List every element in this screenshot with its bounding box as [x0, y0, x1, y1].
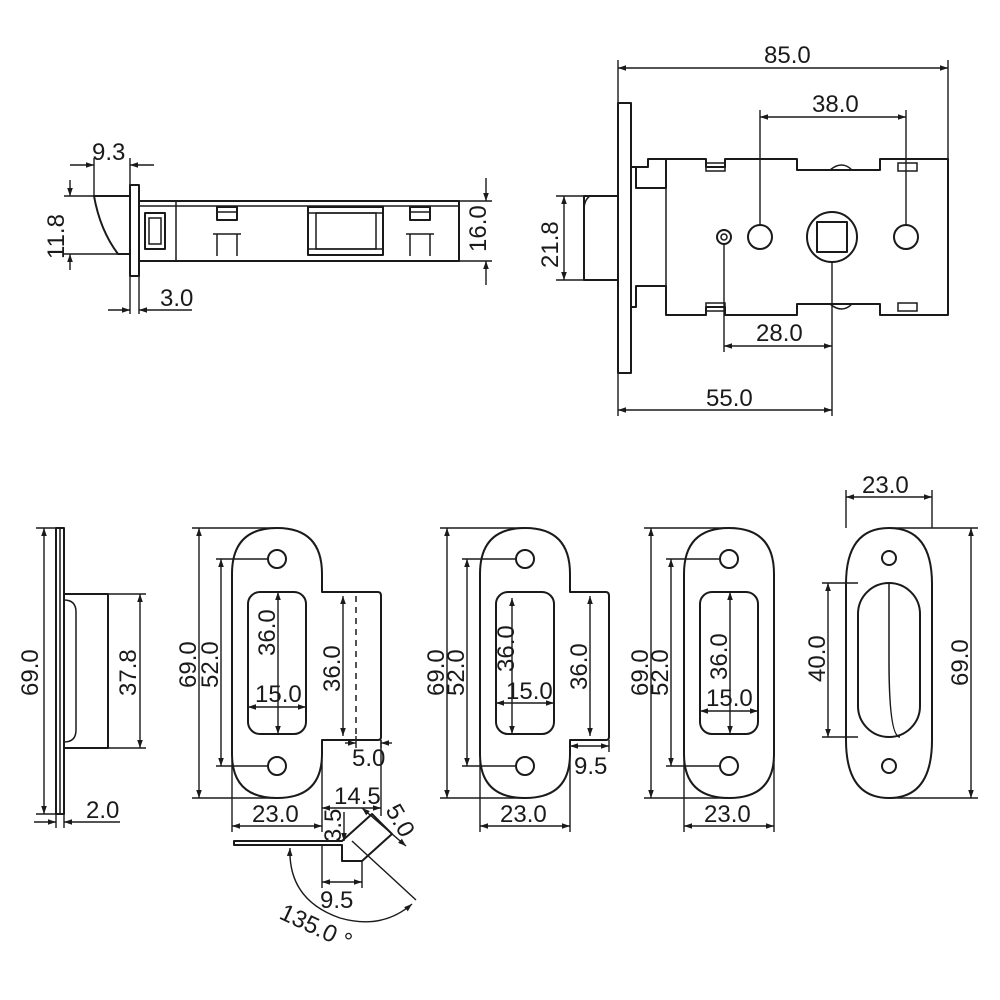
- s3-dim-36: 36.0: [706, 633, 733, 680]
- s4-dim-40: 40.0: [804, 635, 831, 682]
- latch-body: [138, 200, 460, 262]
- dim-11-8: 11.8: [43, 214, 70, 259]
- dim-3-0: 3.0: [160, 285, 193, 312]
- faceplate: [129, 184, 140, 277]
- s1-dim-36a: 36.0: [254, 609, 281, 656]
- latch-bolt-front: [583, 195, 619, 281]
- dim-69-0-a: 69.0: [17, 649, 44, 696]
- dim-55-0: 55.0: [706, 385, 753, 412]
- strike-plate-1: 69.0 52.0 36.0 15.0 36.0 5.0 23.0 14.5: [175, 527, 392, 832]
- dim-9-3: 9.3: [92, 139, 125, 166]
- s3-dim-23: 23.0: [704, 801, 751, 828]
- faceplate-side-view: 69.0 37.8 2.0: [17, 527, 146, 828]
- latch-front-view: 85.0 38.0 21.8 28.0 55.0: [537, 42, 949, 416]
- dim-16-0: 16.0: [465, 205, 492, 252]
- s3-dim-52: 52.0: [647, 649, 674, 696]
- dim-37-8: 37.8: [115, 649, 142, 696]
- dim-21-8: 21.8: [537, 221, 564, 268]
- strike-plate-4: 23.0 40.0 69.0: [804, 472, 978, 799]
- s2-dim-36b: 36.0: [566, 643, 593, 690]
- lip-dim-5-0: 5.0: [380, 800, 420, 842]
- s1-dim-5: 5.0: [352, 745, 385, 772]
- dim-2-0: 2.0: [86, 797, 119, 824]
- s1-dim-69: 69.0: [175, 641, 202, 688]
- lip-dim-3-5: 3.5: [320, 809, 347, 842]
- dim-28-0: 28.0: [756, 320, 803, 347]
- latch-bolt: [93, 195, 131, 255]
- dim-85-0: 85.0: [764, 42, 811, 69]
- s1-dim-23: 23.0: [252, 801, 299, 828]
- s3-dim-15: 15.0: [706, 685, 753, 712]
- s1-dim-36b: 36.0: [319, 645, 346, 692]
- s1-dim-52: 52.0: [197, 641, 224, 688]
- s2-dim-69: 69.0: [423, 649, 450, 696]
- strike-plate-2: 69.0 52.0 36.0 15.0 36.0 9.5 23.0: [423, 527, 610, 832]
- s2-dim-36a: 36.0: [493, 625, 520, 672]
- s1-dim-15: 15.0: [255, 681, 302, 708]
- s4-dim-69: 69.0: [947, 639, 974, 686]
- faceplate-front: [617, 102, 632, 374]
- s2-dim-52: 52.0: [443, 649, 470, 696]
- strike-plate-3: 69.0 52.0 36.0 15.0 23.0: [627, 527, 775, 832]
- lip-dim-9-5: 9.5: [320, 887, 353, 914]
- s1-dim-14-5: 14.5: [334, 783, 381, 810]
- latch-side-view: 9.3 11.8 16.0 3.0: [43, 139, 492, 314]
- s2-dim-23: 23.0: [500, 801, 547, 828]
- s2-dim-9-5: 9.5: [574, 753, 607, 780]
- dim-38-0: 38.0: [812, 91, 859, 118]
- s2-dim-15: 15.0: [506, 678, 553, 705]
- latch-body-front: [631, 158, 949, 316]
- s3-dim-69: 69.0: [627, 649, 654, 696]
- s4-dim-23: 23.0: [862, 472, 909, 499]
